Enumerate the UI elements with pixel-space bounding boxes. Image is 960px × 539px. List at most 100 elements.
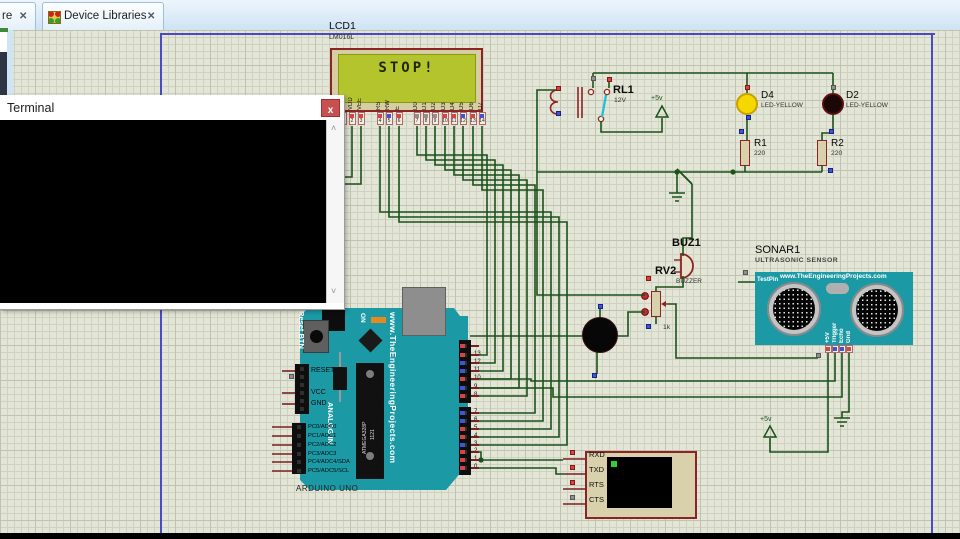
selection-handle[interactable]: [569, 479, 575, 485]
lcd-pin-box[interactable]: [385, 112, 393, 125]
buzzer-type: BUZZER: [676, 278, 702, 285]
selection-handle[interactable]: [830, 84, 836, 90]
lcd-pin-name: D3: [441, 102, 447, 110]
selection-handle[interactable]: [591, 372, 597, 378]
lcd-pin-handle[interactable]: [471, 113, 475, 118]
selection-handle[interactable]: [569, 494, 575, 500]
arduino-pin-handle[interactable]: [460, 368, 465, 374]
arduino-pin-handle[interactable]: [460, 418, 465, 424]
selection-handle[interactable]: [815, 352, 821, 358]
selection-handle[interactable]: [569, 464, 575, 470]
arduino-pin-handle[interactable]: [460, 426, 465, 432]
selection-handle[interactable]: [745, 114, 751, 120]
lcd-pin-handle[interactable]: [452, 113, 456, 118]
arduino-analog-pin-name: PC1/ADC1: [308, 432, 337, 439]
arduino-pin-handle[interactable]: [460, 352, 465, 358]
virtual-terminal-window[interactable]: Terminal x ˄ ˅: [0, 95, 345, 310]
lcd-pin-handle[interactable]: [415, 113, 419, 118]
tab-schematic[interactable]: re ✕: [0, 2, 36, 30]
arduino-pin-handle[interactable]: [460, 449, 465, 455]
tab-device-libraries-close-icon[interactable]: ✕: [147, 11, 156, 22]
arduino-pin-number: 4: [474, 433, 477, 439]
arduino-pin-handle[interactable]: [460, 465, 465, 471]
lcd-pin-box[interactable]: [376, 112, 384, 125]
pot-body[interactable]: [651, 291, 661, 317]
lcd-pin-handle[interactable]: [424, 113, 428, 118]
lcd-pin-box[interactable]: [441, 112, 449, 125]
lcd-pin-handle[interactable]: [359, 113, 363, 118]
lcd-pin-handle[interactable]: [461, 113, 465, 118]
terminal-scrollbar[interactable]: ˄ ˅: [326, 120, 344, 303]
selection-handle[interactable]: [744, 84, 750, 90]
selection-handle[interactable]: [288, 373, 294, 379]
sonar-pin-handle[interactable]: [833, 346, 837, 351]
arduino-pin-number: 10: [474, 375, 481, 381]
arduino-pin-handle[interactable]: [460, 376, 465, 382]
selection-handle[interactable]: [606, 76, 612, 82]
lcd-pin-handle[interactable]: [378, 113, 382, 118]
selection-handle[interactable]: [597, 303, 603, 309]
lcd-pin-handle[interactable]: [433, 113, 437, 118]
lcd-pin-handle[interactable]: [443, 113, 447, 118]
lcd-pin-box[interactable]: [459, 112, 467, 125]
selection-handle[interactable]: [828, 128, 834, 134]
selection-handle[interactable]: [590, 75, 596, 81]
scroll-down-icon[interactable]: ˅: [331, 286, 337, 296]
lcd-pin-box[interactable]: [422, 112, 430, 125]
scroll-up-icon[interactable]: ˄: [331, 123, 337, 133]
sonar-pin-handle[interactable]: [826, 346, 830, 351]
selection-handle[interactable]: [555, 110, 561, 116]
sonar-pin-handle[interactable]: [847, 346, 851, 351]
selection-handle[interactable]: [827, 167, 833, 173]
arduino-pin-stub: [471, 345, 479, 347]
arduino-pin-handle[interactable]: [460, 360, 465, 366]
selection-handle[interactable]: [645, 323, 651, 329]
serial-pin-label: RXD: [589, 450, 605, 459]
arduino-pin-handle[interactable]: [460, 442, 465, 448]
resistor-r1[interactable]: [740, 140, 750, 166]
selection-handle[interactable]: [742, 269, 748, 275]
tab-schematic-close-icon[interactable]: ✕: [19, 11, 28, 22]
led-d2[interactable]: [822, 93, 844, 115]
lcd-pin-box[interactable]: [395, 112, 403, 125]
lcd-pin-box[interactable]: [469, 112, 477, 125]
lcd-pin-number: 6: [397, 118, 401, 124]
lcd-pin-box[interactable]: [413, 112, 421, 125]
lcd-pin-box[interactable]: [431, 112, 439, 125]
arduino-power-pin-label: RESET: [311, 367, 335, 374]
lcd-pin-handle[interactable]: [480, 113, 484, 118]
lcd-pin-box[interactable]: [478, 112, 486, 125]
lcd-pin-box[interactable]: [450, 112, 458, 125]
arduino-pin-handle[interactable]: [460, 434, 465, 440]
tab-schematic-label: re: [2, 10, 13, 22]
lcd-pin-box[interactable]: [348, 112, 356, 125]
selection-handle[interactable]: [555, 85, 561, 91]
terminal-close-button[interactable]: x: [321, 99, 340, 117]
arduino-power-pin-label: GND: [311, 400, 327, 407]
arduino-pin-handle[interactable]: [460, 385, 465, 391]
arduino-pin-handle[interactable]: [460, 457, 465, 463]
terminal-screen[interactable]: [0, 120, 326, 303]
tab-device-libraries[interactable]: Device Libraries ✕: [42, 2, 164, 30]
selection-handle[interactable]: [738, 128, 744, 134]
arduino-pin-handle[interactable]: [460, 410, 465, 416]
led-d4[interactable]: [736, 93, 758, 115]
arduino-pin-stub: [471, 420, 479, 422]
sonar-pin-handle[interactable]: [840, 346, 844, 351]
arduino-pin-number: 1: [474, 456, 477, 462]
arduino-pin-stub: [471, 436, 479, 438]
tab-device-libraries-label: Device Libraries: [64, 10, 147, 22]
resistor-r2[interactable]: [817, 140, 827, 166]
selection-handle[interactable]: [569, 449, 575, 455]
lcd-screen: STOP!: [338, 54, 476, 103]
lcd-pin-handle[interactable]: [387, 113, 391, 118]
arduino-pin-handle[interactable]: [460, 393, 465, 399]
arduino-pin-hole: [463, 450, 467, 454]
lcd-pin-handle[interactable]: [350, 113, 354, 118]
lcd-pin-handle[interactable]: [397, 113, 401, 118]
motor[interactable]: [582, 317, 618, 353]
selection-handle[interactable]: [645, 275, 651, 281]
arduino-pin-handle[interactable]: [460, 343, 465, 349]
lcd-pin-box[interactable]: [357, 112, 365, 125]
